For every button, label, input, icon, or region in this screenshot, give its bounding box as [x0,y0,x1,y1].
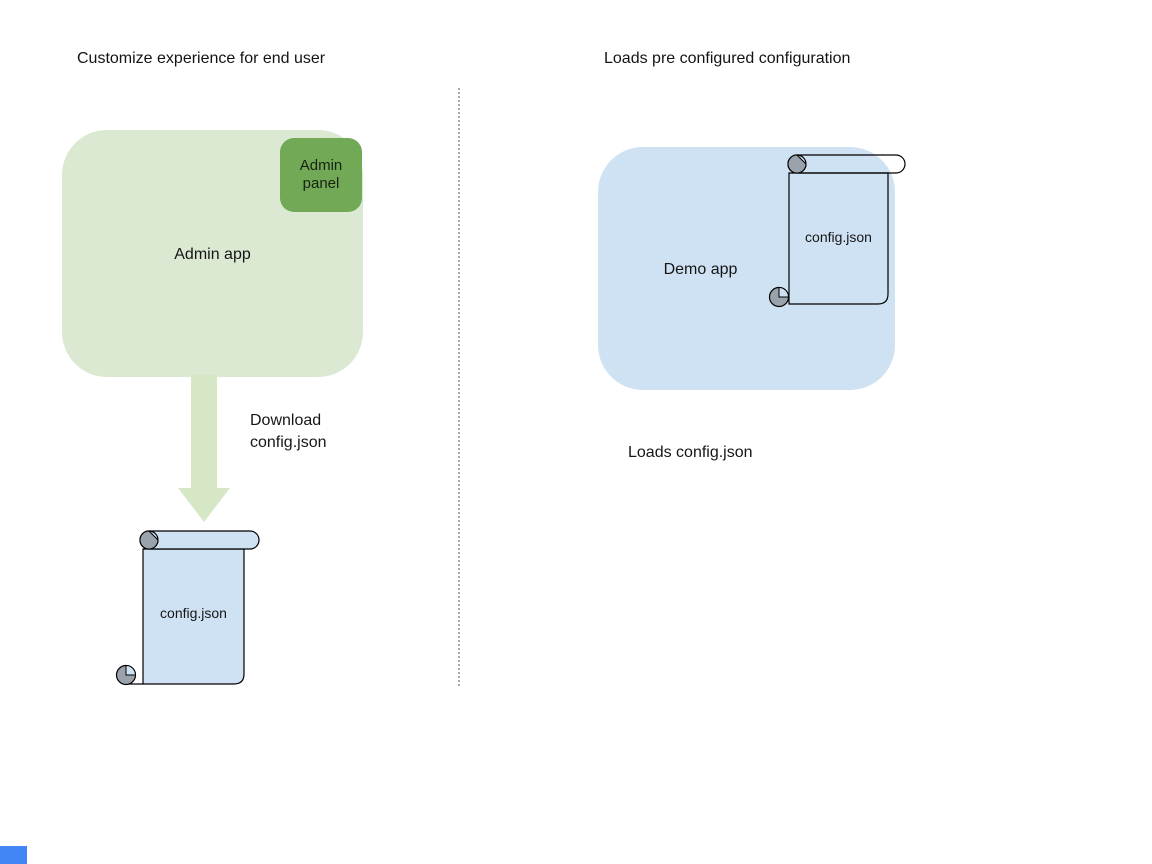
demo-app-shape [598,147,895,390]
right-section-title: Loads pre configured configuration [604,50,851,67]
loads-config-caption: Loads config.json [628,444,753,461]
bottom-left-blue-fragment [0,846,27,864]
download-arrow-label: Download config.json [250,412,327,451]
config-json-scroll-right-icon [768,154,906,308]
config-json-scroll-right-label: config.json [805,229,872,245]
admin-panel-label: Admin panel [299,157,343,192]
section-divider-line [458,88,460,686]
demo-app-label: Demo app [663,261,738,278]
admin-app-label: Admin app [174,246,251,263]
download-arrow-icon [178,375,230,522]
config-json-scroll-left-label: config.json [160,605,227,621]
config-json-scroll-left-icon [115,530,260,686]
left-section-title: Customize experience for end user [77,50,326,67]
admin-panel-shape: Admin panel [280,138,362,212]
